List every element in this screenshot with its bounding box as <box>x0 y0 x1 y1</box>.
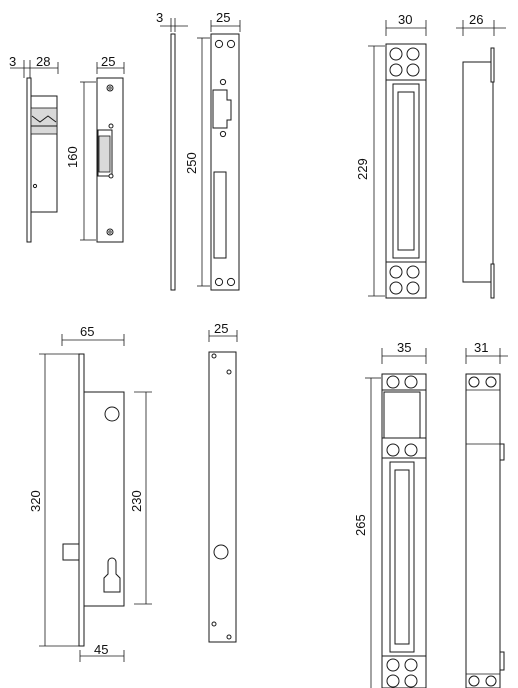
magnet-long-height-label: 265 <box>353 514 368 536</box>
strike-long-thickness-label: 3 <box>156 10 163 25</box>
strike-small-thickness-label: 3 <box>9 54 16 69</box>
strike-long-drawing: 3 25 250 <box>156 10 241 291</box>
mortise-lock-height-label: 320 <box>28 490 43 512</box>
mortise-lock-depth-label: 65 <box>80 324 94 339</box>
strike-small-plate-width-label: 25 <box>101 54 115 69</box>
magnet-long-depth-label: 31 <box>474 340 488 355</box>
magnet-short-height-label: 229 <box>355 158 370 180</box>
magnet-short-width-label: 30 <box>398 12 412 27</box>
magnet-long-drawing: 35 265 31 <box>353 340 508 688</box>
strike-small-drawing: 3 28 25 160 <box>9 54 125 243</box>
strike-long-height-label: 250 <box>184 152 199 174</box>
magnet-long-width-label: 35 <box>397 340 411 355</box>
strike-small-depth-label: 28 <box>36 54 50 69</box>
mortise-lock-backset-label: 45 <box>94 642 108 657</box>
magnet-short-depth-label: 26 <box>469 12 483 27</box>
mortise-lock-drawing: 65 320 230 45 <box>28 324 152 662</box>
strike-small-height-label: 160 <box>65 146 80 168</box>
strike-long-plate-width-label: 25 <box>216 10 230 25</box>
mortise-lock-body-height-label: 230 <box>129 490 144 512</box>
striker-plate-width-label: 25 <box>214 321 228 336</box>
magnet-short-drawing: 30 229 26 <box>355 12 506 299</box>
striker-plate-drawing: 25 <box>208 321 238 643</box>
